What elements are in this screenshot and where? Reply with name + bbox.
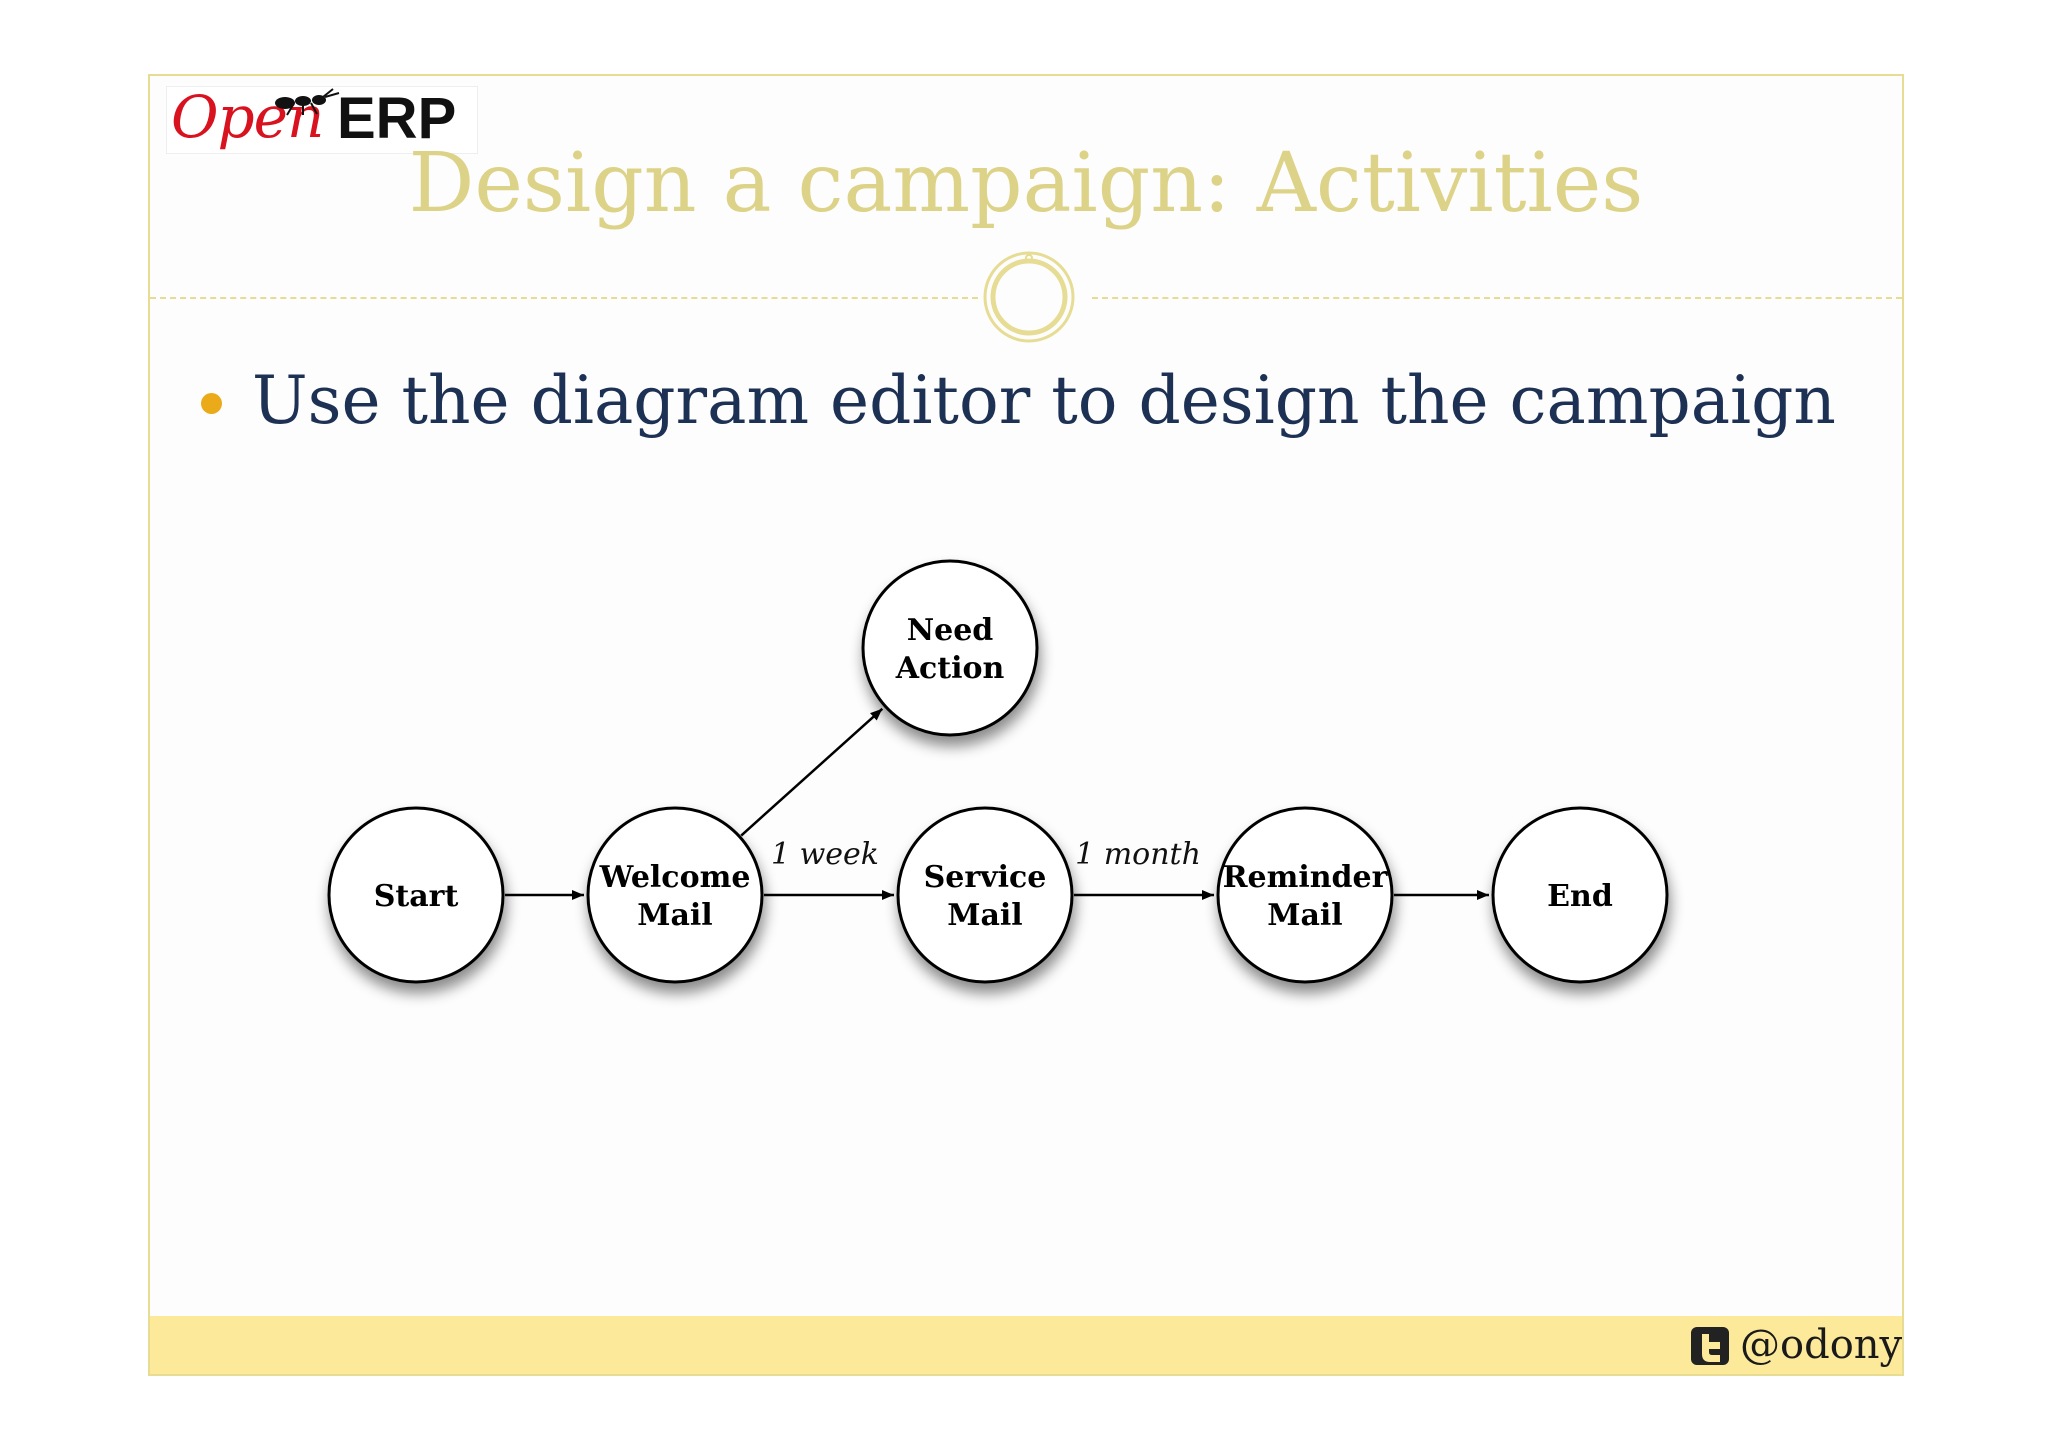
node-label-need-0: Need [907,613,994,648]
node-label-reminder-0: Reminder [1223,860,1389,895]
edge-label-service-to-reminder: 1 month [1075,837,1201,872]
node-circle-need[interactable] [861,559,1039,737]
divider-left [150,297,978,299]
twitter-handle[interactable]: @odony [1740,1322,1903,1368]
bullet-dot [201,393,222,414]
node-label-welcome-0: Welcome [599,860,751,895]
slide-title: Design a campaign: Activities [408,136,1644,231]
node-label-reminder-1: Mail [1267,898,1342,933]
node-start[interactable]: Start [327,806,505,984]
node-circle-start[interactable] [327,806,505,984]
logo-open-text: Open [171,83,324,151]
node-label-need-1: Action [895,651,1005,686]
node-label-service-1: Mail [947,898,1022,933]
node-circle-service[interactable] [896,806,1074,984]
divider-right [1092,297,1902,299]
footer-band [150,1316,1902,1374]
ring-ornament-icon [983,251,1075,343]
node-label-service-0: Service [924,860,1047,895]
logo-erp-text: ERP [337,86,457,151]
node-label-end-0: End [1547,879,1613,914]
node-circle-welcome[interactable] [586,806,764,984]
node-circle-reminder[interactable] [1216,806,1394,984]
node-circle-end[interactable] [1491,806,1669,984]
node-label-start-0: Start [374,879,459,914]
bullet-text: Use the diagram editor to design the cam… [252,362,1836,439]
node-label-welcome-1: Mail [637,898,712,933]
edge-welcome-to-need [740,707,884,837]
twitter-icon[interactable] [1690,1326,1730,1366]
edge-label-welcome-to-service: 1 week [771,837,879,872]
node-end[interactable]: End [1491,806,1669,984]
openerp-logo: Open ERP [166,83,478,154]
ant-icon [275,88,340,116]
